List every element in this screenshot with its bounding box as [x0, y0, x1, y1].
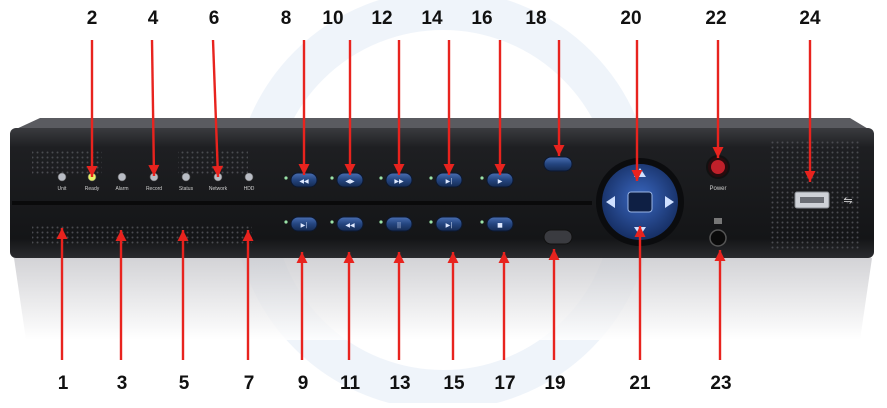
callout-label-6: 6	[194, 8, 234, 30]
callout-label-7: 7	[229, 373, 269, 395]
callout-label-8: 8	[266, 8, 306, 30]
svg-text:■: ■	[497, 222, 503, 229]
callout-label-13: 13	[380, 373, 420, 395]
led-label: Alarm	[115, 186, 128, 192]
callout-label-5: 5	[164, 373, 204, 395]
usb-icon[interactable]: ⇋	[795, 192, 853, 208]
callout-label-9: 9	[283, 373, 323, 395]
grill-center-top	[178, 150, 248, 176]
button-18-icon[interactable]	[544, 157, 572, 171]
callout-label-17: 17	[485, 373, 525, 395]
led-label: HDD	[244, 186, 255, 192]
device-reflection	[14, 258, 872, 340]
callout-label-24: 24	[790, 8, 830, 30]
led-label: Record	[146, 186, 162, 192]
callout-label-1: 1	[43, 373, 83, 395]
callout-label-10: 10	[313, 8, 353, 30]
callout-label-18: 18	[516, 8, 556, 30]
led-label: Unit	[58, 186, 68, 192]
callout-label-23: 23	[701, 373, 741, 395]
svg-text:◀◀: ◀◀	[299, 178, 309, 185]
callout-label-15: 15	[434, 373, 474, 395]
svg-text:▶|: ▶|	[301, 222, 308, 229]
svg-text:▶▶: ▶▶	[394, 178, 404, 185]
callout-label-4: 4	[133, 8, 173, 30]
led-label: Network	[209, 186, 228, 192]
svg-text:◀▶: ◀▶	[345, 178, 355, 185]
callout-label-20: 20	[611, 8, 651, 30]
callout-label-3: 3	[102, 373, 142, 395]
svg-text:⇋: ⇋	[843, 194, 852, 207]
panel-seam	[12, 201, 592, 205]
callout-label-19: 19	[535, 373, 575, 395]
svg-text:◀◀: ◀◀	[345, 222, 355, 229]
callout-label-11: 11	[330, 373, 370, 395]
svg-text:▶|: ▶|	[446, 222, 453, 229]
svg-text:||: ||	[397, 222, 401, 229]
callout-label-12: 12	[362, 8, 402, 30]
callout-label-22: 22	[696, 8, 736, 30]
button-19-icon[interactable]	[544, 230, 572, 244]
svg-text:▶|: ▶|	[446, 178, 453, 185]
led-label: Ready	[85, 186, 100, 192]
callout-label-21: 21	[620, 373, 660, 395]
power-label: Power	[709, 186, 726, 192]
callout-label-14: 14	[412, 8, 452, 30]
power-icon[interactable]	[707, 156, 729, 178]
svg-text:▶: ▶	[498, 178, 503, 185]
callout-label-16: 16	[462, 8, 502, 30]
callout-label-2: 2	[72, 8, 112, 30]
led-label: Status	[179, 186, 194, 192]
